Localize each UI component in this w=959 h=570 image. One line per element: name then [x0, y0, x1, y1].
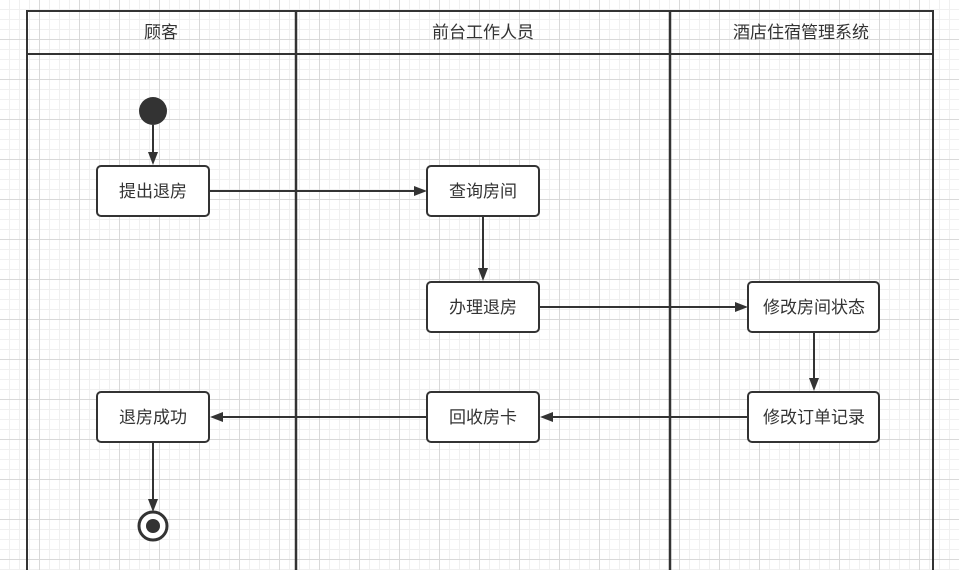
arrowhead — [540, 412, 553, 422]
action-label: 修改房间状态 — [763, 298, 865, 318]
action-node-request-checkout[interactable]: 提出退房 — [96, 165, 210, 217]
arrowhead — [809, 378, 819, 391]
arrowhead — [414, 186, 427, 196]
action-node-modify-order-record[interactable]: 修改订单记录 — [747, 391, 880, 443]
arrowhead — [478, 268, 488, 281]
action-label: 办理退房 — [449, 298, 517, 318]
action-node-checkout-success[interactable]: 退房成功 — [96, 391, 210, 443]
action-label: 修改订单记录 — [763, 408, 865, 428]
action-node-collect-card[interactable]: 回收房卡 — [426, 391, 540, 443]
final-node[interactable] — [137, 510, 169, 542]
action-node-process-checkout[interactable]: 办理退房 — [426, 281, 540, 333]
arrowhead — [210, 412, 223, 422]
arrowhead — [735, 302, 748, 312]
action-label: 回收房卡 — [449, 408, 517, 428]
arrowhead — [148, 499, 158, 512]
lane-title-frontdesk: 前台工作人员 — [432, 23, 534, 43]
swimlane-frame — [26, 10, 934, 570]
edges — [148, 125, 819, 512]
arrowhead — [148, 152, 158, 165]
lane-title-system: 酒店住宿管理系统 — [733, 23, 869, 43]
action-label: 提出退房 — [119, 182, 187, 202]
lane-title-customer: 顾客 — [144, 23, 178, 43]
action-node-query-room[interactable]: 查询房间 — [426, 165, 540, 217]
action-label: 退房成功 — [119, 408, 187, 428]
initial-node[interactable] — [139, 97, 167, 125]
action-node-modify-room-status[interactable]: 修改房间状态 — [747, 281, 880, 333]
action-label: 查询房间 — [449, 182, 517, 202]
